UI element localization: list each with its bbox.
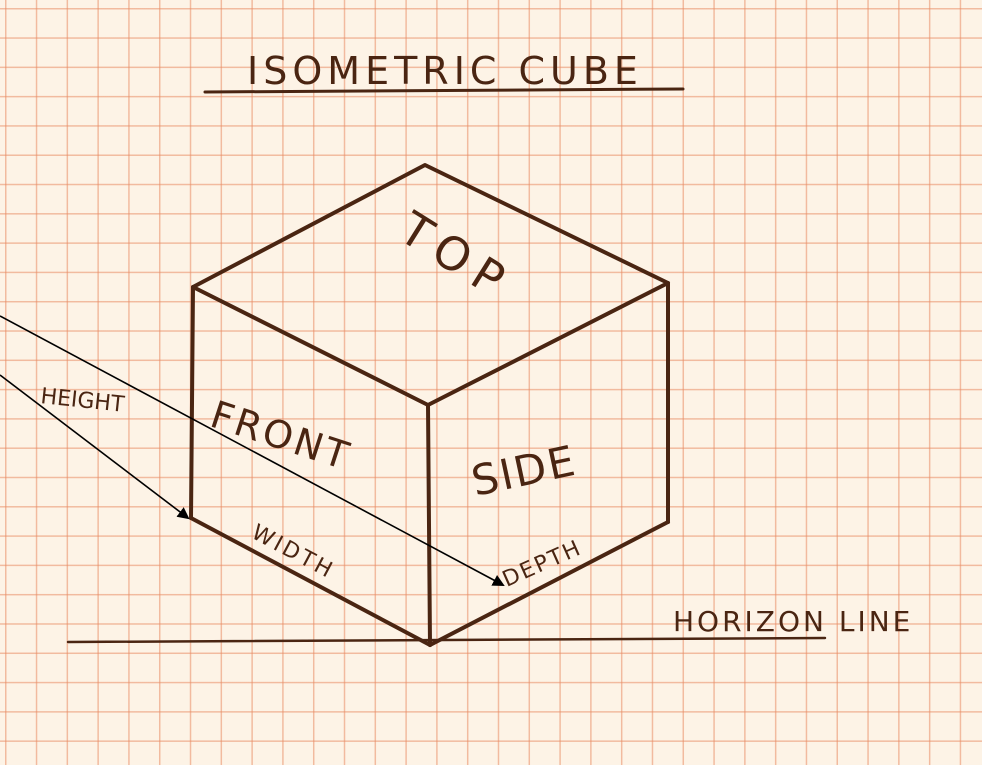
cube-left-vertical-edge xyxy=(189,285,195,520)
width-label: WIDTH xyxy=(247,520,338,584)
diagram-title: ISOMETRIC CUBE xyxy=(247,49,643,93)
horizon-line-label: HORIZON LINE xyxy=(673,605,913,638)
cube-bottom-front-edge xyxy=(189,516,432,647)
side-face-label: SIDE xyxy=(467,436,581,506)
cube-outline xyxy=(189,163,670,647)
top-face-label: TOP xyxy=(390,201,523,312)
height-arrow xyxy=(0,374,190,520)
depth-arrow xyxy=(0,315,505,586)
height-label: HEIGHT xyxy=(39,384,126,418)
horizon-line xyxy=(66,636,827,644)
cube-front-vertical-edge xyxy=(426,403,432,647)
cube-bottom-side-edge xyxy=(428,520,670,647)
cube-top-face-edges xyxy=(191,163,670,407)
title-underline xyxy=(203,87,685,94)
depth-label: DEPTH xyxy=(499,536,586,593)
